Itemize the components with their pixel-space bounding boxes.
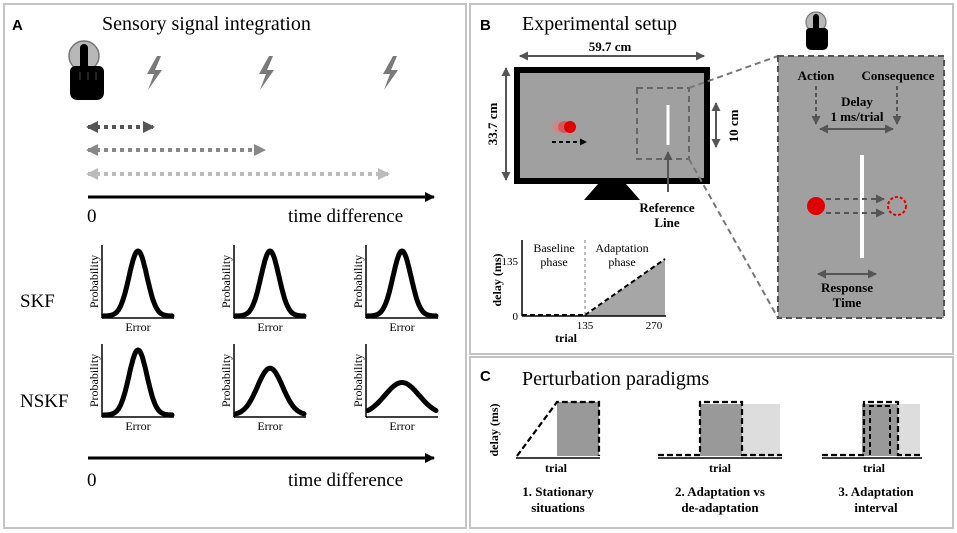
distribution-curve [101, 248, 175, 319]
reference-region-box [636, 87, 690, 160]
panel-a-letter: A [12, 17, 23, 34]
distribution-ylabel: Probability [87, 354, 101, 407]
paradigm-xlabel: trial [709, 461, 732, 475]
paradigm-xlabel: trial [863, 461, 886, 475]
time-axis-bottom-zero: 0 [87, 470, 97, 491]
distribution-xlabel: Error [257, 320, 282, 334]
chart-ytick-zero: 0 [513, 311, 519, 323]
deadaptation-block [742, 404, 780, 456]
distribution-xlabel: Error [125, 419, 150, 433]
adaptation-phase-label-2: phase [608, 255, 635, 269]
monitor [514, 67, 710, 200]
lightning-icon [147, 56, 162, 90]
panel-a: A Sensory signal integration 0 time diff… [3, 3, 467, 529]
baseline-phase-label-2: phase [540, 255, 567, 269]
panel-c-letter: C [480, 368, 491, 385]
distribution-xlabel: Error [257, 419, 282, 433]
lightning-icon [383, 56, 398, 90]
ref-line-label-1: Reference [639, 200, 695, 215]
panel-b: B Experimental setup 59.7 cm 33.7 cm 10 … [469, 3, 954, 355]
cursor-dot [564, 121, 576, 133]
chart-ylabel: delay (ms) [490, 254, 504, 307]
panel-a-title: Sensory signal integration [102, 13, 311, 35]
response-label-1: Response [821, 280, 873, 295]
chart-xlabel: trial [555, 331, 578, 345]
caption-line-1: 1. Stationary [522, 484, 594, 499]
distribution-curve [233, 365, 307, 417]
panel-c: C Perturbation paradigms delay (ms) tria… [469, 356, 954, 529]
panel-c-title: Perturbation paradigms [522, 368, 709, 390]
time-axis-zero: 0 [87, 206, 97, 227]
delay-block [557, 402, 599, 456]
distribution-curve [101, 347, 175, 418]
time-axis-label: time difference [288, 206, 403, 227]
caption-line-1: 2. Adaptation vs [675, 484, 765, 499]
action-label: Action [798, 68, 836, 83]
distribution-ylabel: Probability [87, 255, 101, 308]
paradigm-stationary: delay (ms) trial 1. Stationary situation… [487, 400, 601, 515]
distribution-curve [365, 248, 439, 319]
width-label: 59.7 cm [589, 39, 632, 54]
ref-line-label-2: Line [654, 215, 680, 230]
distribution-xlabel: Error [125, 320, 150, 334]
paradigm-adaptation-deadaptation: trial 2. Adaptation vs de-adaptation [658, 400, 782, 515]
time-axis-bottom-label: time difference [288, 470, 403, 491]
deadaptation-block [898, 404, 920, 456]
distribution-ylabel: Probability [219, 255, 233, 308]
paradigm-ylabel: delay (ms) [487, 404, 501, 457]
touch-hand-icon [805, 11, 828, 50]
baseline-phase-label-1: Baseline [533, 241, 574, 255]
ref-size-label: 10 cm [726, 109, 741, 142]
delay-schedule-chart: delay (ms) 135 0 135 270 trial Baseline … [490, 240, 666, 345]
height-label: 33.7 cm [485, 103, 500, 146]
distribution-plots: ProbabilityErrorProbabilityErrorProbabil… [87, 245, 439, 433]
caption-line-1: 3. Adaptation [838, 484, 914, 499]
distribution-ylabel: Probability [219, 354, 233, 407]
distribution-ylabel: Probability [351, 255, 365, 308]
caption-line-2: interval [854, 500, 898, 515]
delay-block [700, 404, 742, 456]
delayed-dot-outline [887, 196, 907, 216]
zoom-connector [688, 55, 779, 89]
zoom-view: Action Consequence Delay 1 ms/trial Resp… [777, 11, 945, 319]
lightning-icon [259, 56, 274, 90]
response-label-2: Time [833, 295, 862, 310]
chart-ytick-top: 135 [502, 256, 519, 268]
distribution-ylabel: Probability [351, 354, 365, 407]
chart-xtick-end: 270 [646, 320, 663, 332]
touch-hand-icon [68, 40, 104, 100]
delay-label: Delay [841, 94, 873, 109]
delay-profile [516, 400, 601, 457]
paradigm-adaptation-interval: trial 3. Adaptation interval [822, 400, 922, 515]
caption-line-2: situations [531, 500, 584, 515]
consequence-label: Consequence [862, 68, 935, 83]
distribution-xlabel: Error [389, 320, 414, 334]
row-label-nskf: NSKF [20, 391, 69, 412]
delay-block [862, 404, 898, 456]
zoom-connector [688, 158, 779, 319]
distribution-xlabel: Error [389, 419, 414, 433]
caption-line-2: de-adaptation [681, 500, 759, 515]
adaptation-phase-label-1: Adaptation [595, 241, 648, 255]
interval-profile [869, 405, 891, 455]
distribution-curve [233, 248, 307, 319]
ramp-segment [584, 258, 666, 316]
distribution-curve [365, 380, 439, 413]
row-label-skf: SKF [20, 291, 55, 312]
paradigm-xlabel: trial [545, 461, 568, 475]
panel-b-title: Experimental setup [522, 13, 677, 35]
panel-b-letter: B [480, 17, 491, 34]
chart-xtick-mid: 135 [577, 320, 594, 332]
delay-profile [822, 400, 922, 457]
zoom-cursor-dot [807, 197, 825, 215]
delay-rate-label: 1 ms/trial [830, 109, 883, 124]
